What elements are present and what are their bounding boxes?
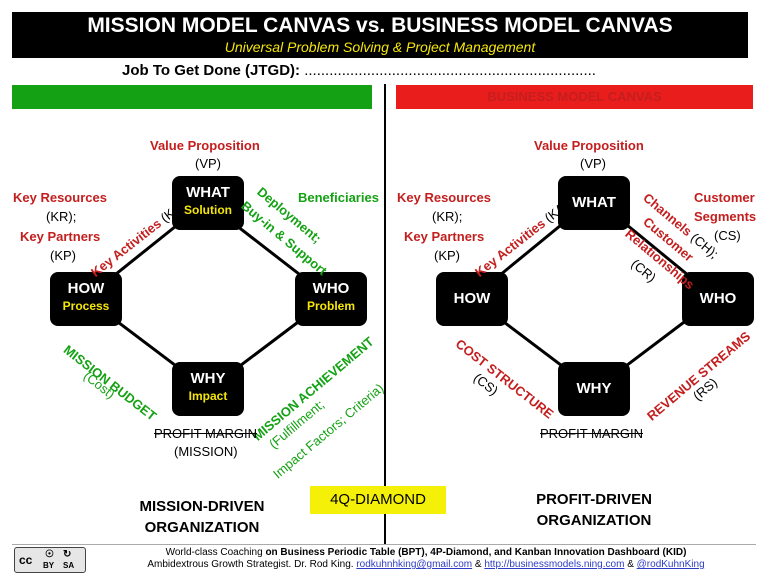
left-beneficiaries: Beneficiaries <box>298 190 379 205</box>
footer-amp2: & <box>624 559 637 570</box>
right-value-proposition: Value Proposition <box>534 138 644 153</box>
left-node-how: HOW Process <box>50 272 122 326</box>
left-what-sub: Solution <box>184 203 232 217</box>
footer-line1-pre: World-class Coaching <box>165 547 266 558</box>
footer-line2-pre: Ambidextrous Growth Strategist. Dr. Rod … <box>147 559 357 570</box>
left-why-title: WHY <box>190 370 226 387</box>
left-why-sub: Impact <box>188 389 228 403</box>
4q-diamond-badge: 4Q-DIAMOND <box>310 486 446 514</box>
cc-license-badge[interactable]: cc ☉ ↻ BY SA <box>14 547 86 573</box>
cc-logo-icon: cc <box>19 553 33 567</box>
by-icon: ☉ <box>45 549 54 560</box>
footer-email-link[interactable]: rodkuhnhking@gmail.com <box>356 559 473 570</box>
left-node-who: WHO Problem <box>295 272 367 326</box>
right-kp-abbr: (KP) <box>434 248 460 263</box>
left-what-title: WHAT <box>186 184 230 201</box>
footer-line1: World-class Coaching on Business Periodi… <box>96 547 756 559</box>
left-how-title: HOW <box>67 280 105 297</box>
right-node-who: WHO <box>682 272 754 326</box>
left-node-why: WHY Impact <box>172 362 244 416</box>
right-profit-margin: PROFIT MARGIN <box>540 426 644 441</box>
right-vp-abbr: (VP) <box>580 156 606 171</box>
jtgd-label: Job To Get Done (JTGD): <box>122 62 301 79</box>
left-mission-paren: (MISSION) <box>174 444 238 459</box>
right-node-how: HOW <box>436 272 508 326</box>
business-model-band: BUSINESS MODEL CANVAS <box>396 85 753 109</box>
left-kp-abbr: (KP) <box>50 248 76 263</box>
right-segments-abbr: (CS) <box>714 228 741 243</box>
sa-icon: ↻ <box>63 549 72 560</box>
right-org-line2: ORGANIZATION <box>536 512 652 529</box>
right-key-partners: Key Partners <box>404 229 485 244</box>
footer-site-link[interactable]: http://businessmodels.ning.com <box>484 559 625 570</box>
by-label: BY <box>43 561 55 570</box>
left-how-sub: Process <box>62 299 110 313</box>
left-key-resources: Key Resources <box>13 190 107 205</box>
right-segments: Segments <box>694 209 757 224</box>
left-org-line2: ORGANIZATION <box>144 519 260 536</box>
footer-text: World-class Coaching on Business Periodi… <box>96 547 756 571</box>
right-how-title: HOW <box>453 290 491 307</box>
left-who-sub: Problem <box>306 299 355 313</box>
page-subtitle: Universal Problem Solving & Project Mana… <box>224 39 536 55</box>
left-key-partners: Key Partners <box>20 229 101 244</box>
footer-line1-bold: on Business Periodic Table (BPT), 4P-Dia… <box>265 547 687 558</box>
right-node-why: WHY <box>558 362 630 416</box>
footer <box>12 544 756 575</box>
mission-model-band: MISSION MODEL CANVAS <box>12 85 372 109</box>
jtgd-line: Job To Get Done (JTGD): ................… <box>122 62 596 79</box>
right-kr-abbr: (KR); <box>432 209 463 224</box>
left-node-what: WHAT Solution <box>172 176 244 230</box>
right-node-what: WHAT <box>558 176 630 230</box>
right-organization: PROFIT-DRIVEN ORGANIZATION <box>516 489 672 531</box>
sa-label: SA <box>63 561 75 570</box>
right-org-line1: PROFIT-DRIVEN <box>536 491 652 508</box>
center-divider <box>384 84 386 544</box>
jtgd-dots: ........................................… <box>304 62 596 79</box>
right-customer: Customer <box>694 190 755 205</box>
left-profit-margin: PROFIT MARGIN <box>154 426 258 441</box>
footer-twitter-link[interactable]: @rodKuhnKing <box>636 559 705 570</box>
left-kr-abbr: (KR); <box>46 209 77 224</box>
left-organization: MISSION-DRIVEN ORGANIZATION <box>124 496 280 538</box>
footer-amp1: & <box>472 559 485 570</box>
footer-line2: Ambidextrous Growth Strategist. Dr. Rod … <box>96 559 756 571</box>
left-value-proposition: Value Proposition <box>150 138 260 153</box>
left-vp-abbr: (VP) <box>195 156 221 171</box>
left-who-title: WHO <box>312 280 350 297</box>
right-why-title: WHY <box>576 380 612 397</box>
right-who-title: WHO <box>699 290 737 307</box>
right-key-resources: Key Resources <box>397 190 491 205</box>
left-org-line1: MISSION-DRIVEN <box>139 498 265 515</box>
page-header: MISSION MODEL CANVAS vs. BUSINESS MODEL … <box>12 12 748 58</box>
page-title: MISSION MODEL CANVAS vs. BUSINESS MODEL … <box>87 14 673 37</box>
right-what-title: WHAT <box>572 194 616 211</box>
